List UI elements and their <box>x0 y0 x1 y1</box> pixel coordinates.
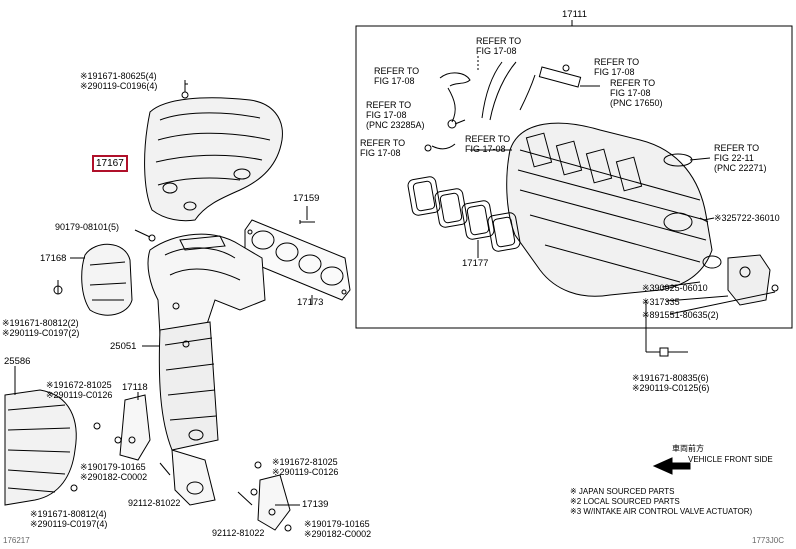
part-label: 92112-81022 <box>212 528 265 538</box>
refer-line: FIG 17-08 <box>594 67 635 77</box>
refer-label-4[interactable]: REFER TO FIG 17-08 (PNC 23285A) <box>366 100 425 130</box>
refer-line: REFER TO <box>366 100 412 110</box>
refer-label-7[interactable]: REFER TO FIG 22-11 (PNC 22271) <box>714 143 767 173</box>
intake-gaskets-17177 <box>407 176 521 252</box>
vehicle-front-jp: 車両前方 <box>672 444 704 453</box>
refer-line: FIG 17-08 <box>465 144 506 154</box>
callout-17139: 17139 <box>302 499 329 510</box>
refer-line: (PNC 22271) <box>714 163 767 173</box>
part-label: ※190179-10165 <box>80 462 146 472</box>
callout-25586: 25586 <box>4 356 31 367</box>
refer-label-5[interactable]: REFER TO FIG 17-08 <box>360 138 405 158</box>
refer-line: REFER TO <box>610 78 656 88</box>
gasket-17173 <box>244 219 351 301</box>
part-label: ※290182-C0002 <box>304 529 372 539</box>
legend-line-3: ※3 W/INTAKE AIR CONTROL VALVE ACTUATOR) <box>570 507 753 516</box>
refer-label-1[interactable]: REFER TO FIG 17-08 <box>476 36 521 56</box>
part-label: ※191671-80625(4) <box>80 71 157 81</box>
part-label: ※191672-81025 <box>46 380 112 390</box>
insulator-17168 <box>81 243 133 316</box>
callout-17173: 17173 <box>297 297 324 308</box>
part-label: ※390925-06010 <box>642 283 708 293</box>
callout-17168: 17168 <box>40 253 67 264</box>
part-label: ※290119-C0196(4) <box>80 81 158 91</box>
vehicle-front-en: VEHICLE FRONT SIDE <box>688 455 773 464</box>
part-label: 92112-81022 <box>128 498 181 508</box>
legend-line-1: ※ JAPAN SOURCED PARTS <box>570 487 675 496</box>
callout-17118: 17118 <box>122 382 148 393</box>
intake-manifold <box>506 122 722 297</box>
refer-line: FIG 22-11 <box>714 153 754 163</box>
part-label: ※290119-C0125(6) <box>632 383 710 393</box>
legend-line-2: ※2 LOCAL SOURCED PARTS <box>570 497 680 506</box>
refer-line: REFER TO <box>465 134 511 144</box>
callout-17111: 17111 <box>562 9 588 20</box>
part-label: ※290119-C0197(4) <box>30 519 108 529</box>
intake-manifold-frame <box>355 25 793 329</box>
callout-17177: 17177 <box>462 258 489 269</box>
part-label: ※290119-C0126 <box>46 390 113 400</box>
part-label: ※891551-80635(2) <box>642 310 719 320</box>
heat-insulator-17167 <box>144 80 283 222</box>
refer-label-3b[interactable]: REFER TO FIG 17-08 (PNC 17650) <box>610 78 663 108</box>
refer-line: REFER TO <box>714 143 760 153</box>
part-label: ※191671-80812(4) <box>30 509 107 519</box>
refer-line: (PNC 17650) <box>610 98 663 108</box>
bracket-17118 <box>119 394 151 461</box>
part-label: ※290119-C0197(2) <box>2 328 80 338</box>
refer-line: REFER TO <box>360 138 406 148</box>
refer-line: FIG 17-08 <box>360 148 401 158</box>
insulator-25586 <box>4 389 77 506</box>
refer-label-3[interactable]: REFER TO FIG 17-08 <box>594 57 639 77</box>
intake-air-control-valve <box>727 254 779 306</box>
part-label: ※190179-10165 <box>304 519 370 529</box>
footer-left-code: 176217 <box>3 536 30 545</box>
callout-17159: 17159 <box>293 193 320 204</box>
part-label: ※290119-C0126 <box>272 467 339 477</box>
refer-line: REFER TO <box>374 66 420 76</box>
refer-line: FIG 17-08 <box>476 46 517 56</box>
part-label: 90179-08101(5) <box>55 222 120 232</box>
refer-label-2[interactable]: REFER TO FIG 17-08 <box>374 66 419 86</box>
part-label: ※191672-81025 <box>272 457 338 467</box>
part-label: ※191671-80835(6) <box>632 373 709 383</box>
refer-line: (PNC 23285A) <box>366 120 425 130</box>
footer-right-code: 1773J0C <box>752 536 785 545</box>
part-label: ※325722-36010 <box>714 213 780 223</box>
part-label: ※317335 <box>642 297 680 307</box>
callout-25051: 25051 <box>110 341 137 352</box>
part-label: ※290182-C0002 <box>80 472 148 482</box>
refer-line: REFER TO <box>476 36 522 46</box>
refer-line: REFER TO <box>594 57 640 67</box>
callout-17167-highlighted[interactable]: 17167 <box>92 155 128 172</box>
exhaust-manifold-25051 <box>147 233 266 506</box>
part-label: ※191671-80812(2) <box>2 318 79 328</box>
bracket-17139 <box>257 474 291 531</box>
refer-label-6[interactable]: REFER TO FIG 17-08 <box>465 134 510 154</box>
refer-line: FIG 17-08 <box>610 88 651 98</box>
refer-line: FIG 17-08 <box>374 76 415 86</box>
refer-line: FIG 17-08 <box>366 110 407 120</box>
